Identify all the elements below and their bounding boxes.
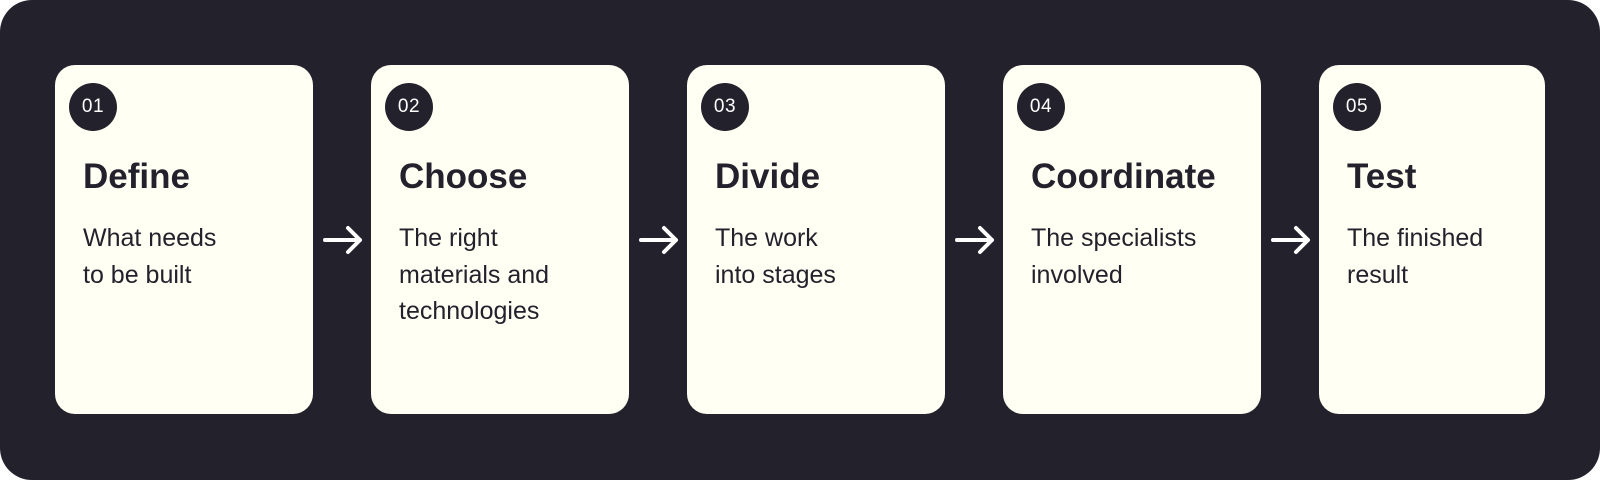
step-number-badge: 01 xyxy=(69,83,117,131)
step-number-badge: 03 xyxy=(701,83,749,131)
step-number-badge: 02 xyxy=(385,83,433,131)
step-title: Test xyxy=(1347,157,1417,196)
step-number-badge: 05 xyxy=(1333,83,1381,131)
step-description: The work into stages xyxy=(715,224,836,289)
step-card-choose: 02 Choose The right materials and techno… xyxy=(371,65,629,414)
step-description: The right materials and technologies xyxy=(399,224,550,325)
step-title: Choose xyxy=(399,157,528,196)
arrow-right-icon xyxy=(1271,226,1310,254)
step-title: Divide xyxy=(715,157,821,196)
step-title: Define xyxy=(83,157,190,196)
step-card-coordinate: 04 Coordinate The specialists involved xyxy=(1003,65,1261,414)
arrow-right-icon xyxy=(955,226,994,254)
step-description: What needs to be built xyxy=(83,224,217,289)
step-description: The specialists involved xyxy=(1031,224,1197,289)
step-number-badge: 04 xyxy=(1017,83,1065,131)
step-card-define: 01 Define What needs to be built xyxy=(55,65,313,414)
step-card-test: 05 Test The finished result xyxy=(1319,65,1545,414)
step-description: The finished result xyxy=(1347,224,1484,289)
arrow-right-icon xyxy=(639,226,678,254)
step-card-divide: 03 Divide The work into stages xyxy=(687,65,945,414)
step-title: Coordinate xyxy=(1031,157,1216,196)
arrow-right-icon xyxy=(323,226,362,254)
